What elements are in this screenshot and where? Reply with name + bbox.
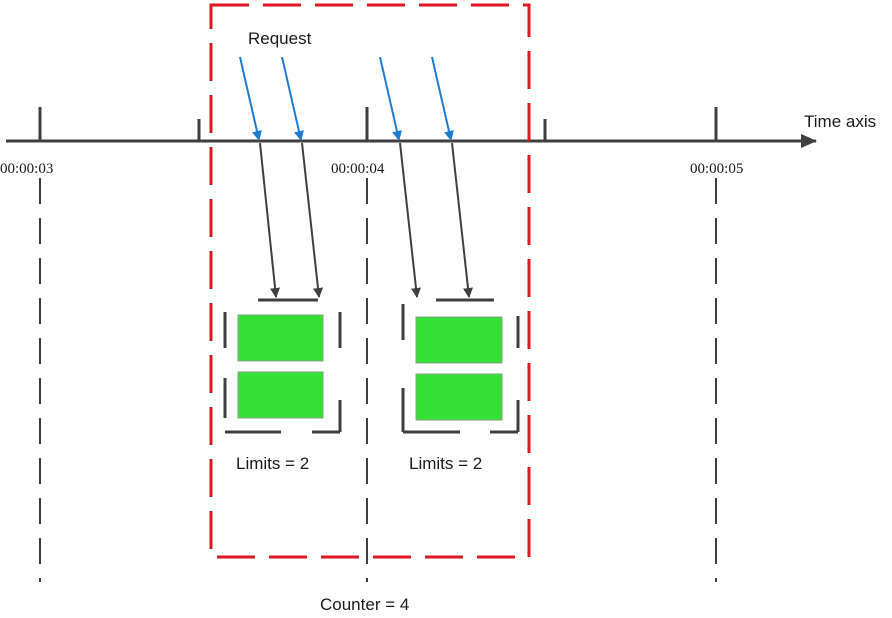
bucket-arrow-2: [301, 142, 323, 298]
bucket-left-brackets: [223, 298, 342, 434]
bucket-arrows: [259, 142, 473, 298]
request-arrows: [239, 56, 454, 141]
limits-label-left: Limits = 2: [236, 454, 309, 473]
bucket-arrow-1: [259, 142, 281, 298]
time-axis-label: Time axis: [804, 112, 876, 131]
tick-label-04: 00:00:04: [331, 161, 385, 177]
bucket-arrow-4: [451, 142, 473, 298]
bucket-right-slot-1: [415, 316, 503, 364]
bucket-arrow-3: [399, 142, 421, 298]
axis-major-ticks: [38, 107, 718, 141]
second-boundary-lines: [39, 178, 717, 582]
tick-label-05: 00:00:05: [690, 161, 743, 177]
request-label: Request: [248, 29, 312, 48]
axis-minor-ticks: [197, 119, 547, 141]
sliding-window-frame: [209, 3, 531, 559]
tick-label-03: 00:00:03: [0, 161, 53, 177]
bucket-right-brackets: [401, 298, 520, 434]
bucket-left: [223, 298, 342, 434]
request-arrow-1: [239, 56, 262, 141]
bucket-left-slot-2: [237, 371, 324, 419]
bucket-left-slot-1: [237, 314, 324, 362]
request-arrow-4: [431, 56, 454, 141]
limits-label-right: Limits = 2: [409, 454, 482, 473]
counter-label: Counter = 4: [320, 595, 409, 614]
request-arrow-3: [379, 56, 402, 141]
bucket-right: [401, 298, 520, 434]
bucket-right-slot-2: [415, 373, 503, 421]
request-arrow-2: [281, 56, 304, 141]
